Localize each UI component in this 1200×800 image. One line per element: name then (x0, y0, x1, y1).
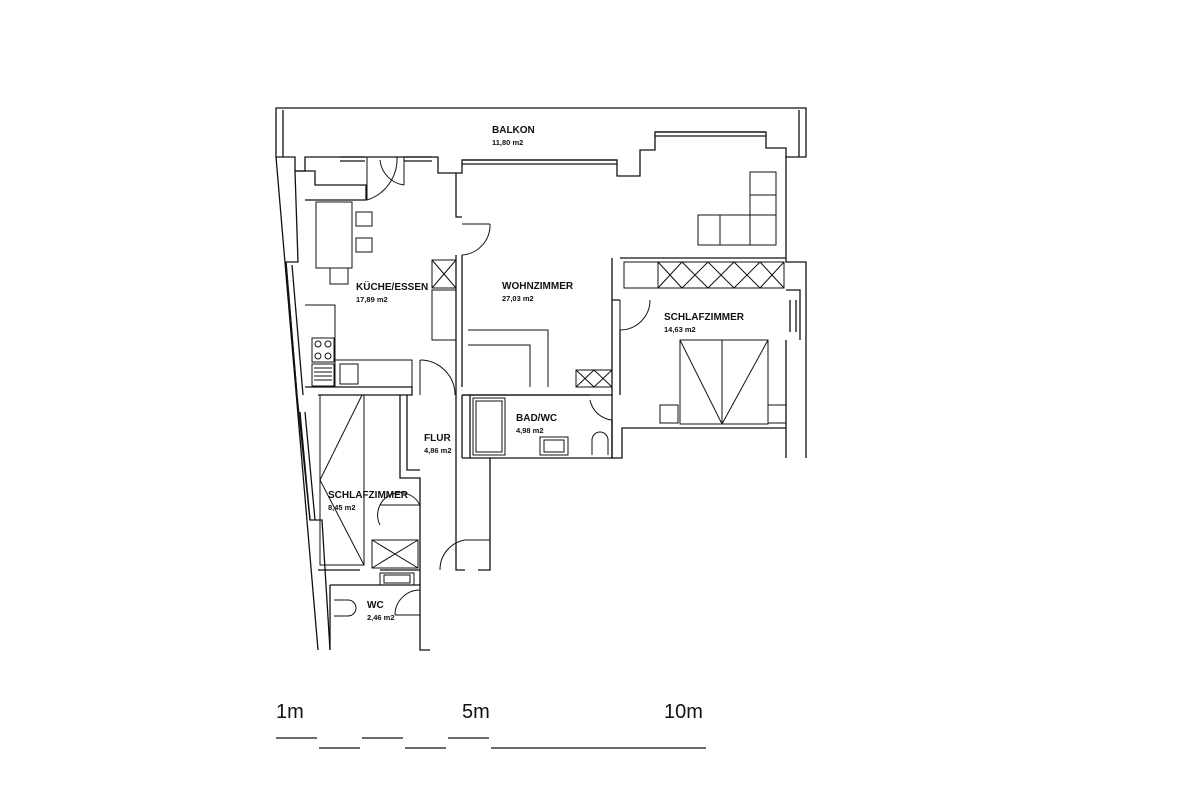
scale-label-1m: 1m (276, 701, 304, 723)
room-area-flur: 4,86 m2 (424, 446, 452, 455)
room-name-flur: FLUR (424, 433, 451, 444)
room-area-bad: 4,98 m2 (516, 426, 544, 435)
doors (366, 156, 651, 616)
scale-bar: 1m 5m 10m (276, 701, 706, 749)
scale-label-5m: 5m (462, 701, 490, 723)
room-name-bad: BAD/WC (516, 413, 557, 424)
scale-label-10m: 10m (664, 701, 703, 723)
room-area-wc: 2,46 m2 (367, 613, 395, 622)
balcony (275, 107, 807, 177)
furniture (305, 171, 787, 617)
room-area-schlafzimmer-klein: 8,45 m2 (328, 503, 356, 512)
room-name-kueche: KÜCHE/ESSEN (356, 280, 428, 293)
room-name-wohnzimmer: WOHNZIMMER (502, 281, 574, 292)
room-name-schlafzimmer-klein: SCHLAFZIMMER (328, 490, 409, 501)
interior-walls (305, 173, 786, 651)
room-area-balkon: 11,80 m2 (492, 138, 523, 147)
room-name-balkon: BALKON (492, 125, 535, 136)
room-name-schlafzimmer-gross: SCHLAFZIMMER (664, 312, 745, 323)
room-labels: BALKON 11,80 m2 KÜCHE/ESSEN 17,89 m2 WOH… (328, 125, 745, 622)
room-area-kueche: 17,89 m2 (356, 295, 388, 304)
room-area-schlafzimmer-gross: 14,63 m2 (664, 325, 696, 334)
room-name-wc: WC (367, 600, 384, 611)
exterior-walls (275, 156, 807, 651)
room-area-wohnzimmer: 27,03 m2 (502, 294, 534, 303)
